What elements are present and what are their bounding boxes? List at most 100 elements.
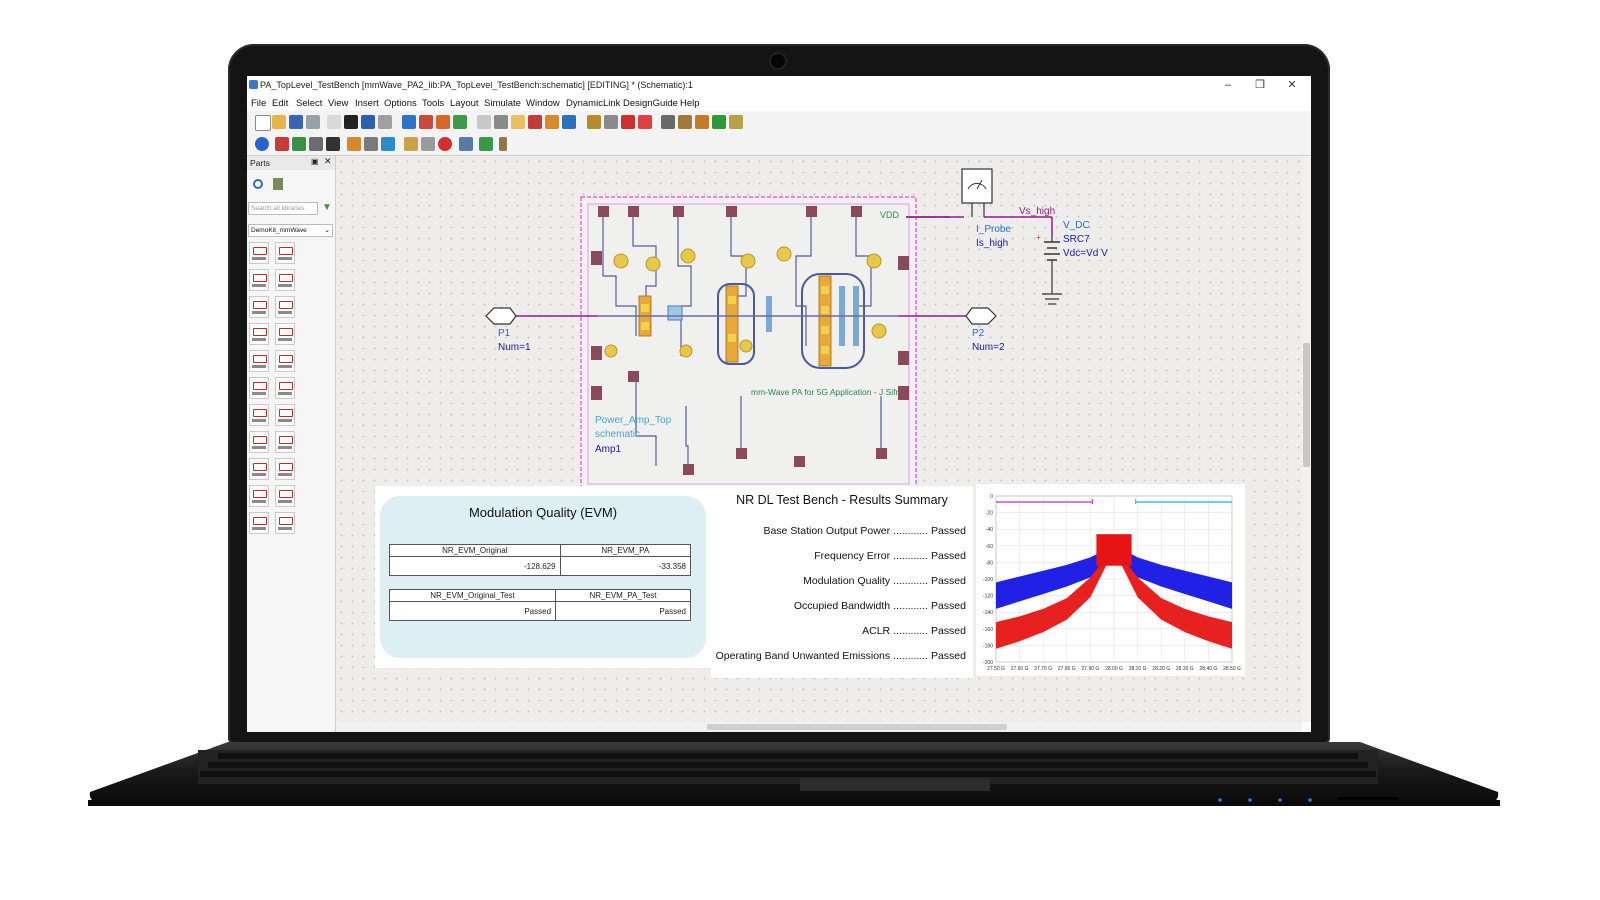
y-tick-label: 0 (990, 494, 993, 500)
redo-icon[interactable] (378, 115, 392, 129)
pointer-icon[interactable] (327, 115, 341, 129)
part-item[interactable] (249, 377, 269, 399)
part-item[interactable] (249, 269, 269, 291)
name-icon[interactable] (545, 115, 559, 129)
part-item[interactable] (249, 350, 269, 372)
display-icon[interactable] (459, 137, 473, 151)
check-icon[interactable] (479, 137, 493, 151)
new-file-icon[interactable] (255, 115, 271, 131)
part-item[interactable] (275, 431, 295, 453)
network-icon[interactable] (309, 137, 323, 151)
zoom-area-icon[interactable] (436, 115, 450, 129)
port-icon[interactable] (477, 115, 491, 129)
pa-block-caption: mm-Wave PA for 5G Application - J Sifri (751, 387, 901, 397)
part-item[interactable] (249, 323, 269, 345)
part-item[interactable] (275, 323, 295, 345)
part-item[interactable] (275, 512, 295, 534)
menu-edit[interactable]: Edit (272, 98, 289, 109)
zoom-out-icon[interactable] (453, 115, 467, 129)
part-item[interactable] (275, 269, 295, 291)
grid-icon[interactable] (381, 137, 395, 151)
probe-icon[interactable] (695, 115, 709, 129)
y-tick-label: -100 (983, 577, 993, 583)
pin-icon[interactable] (499, 137, 507, 151)
copy-icon[interactable] (364, 137, 378, 151)
menu-layout[interactable]: Layout (450, 98, 479, 109)
undo-icon[interactable] (361, 115, 375, 129)
open-folder-icon[interactable] (272, 115, 286, 129)
menu-help[interactable]: Help (680, 98, 700, 109)
library-select[interactable]: DemoKit_mmWave ⌄ (248, 224, 333, 237)
float-panel-icon[interactable]: ▣ (311, 157, 319, 166)
part-item[interactable] (275, 458, 295, 480)
horizontal-scroll-thumb[interactable] (707, 724, 1007, 730)
menu-insert[interactable]: Insert (355, 98, 379, 109)
menu-options[interactable]: Options (384, 98, 417, 109)
component-icon[interactable] (275, 137, 289, 151)
close-button[interactable]: ✕ (1287, 79, 1297, 91)
port1-number: Num=1 (498, 342, 531, 353)
part-item[interactable] (249, 296, 269, 318)
history-icon[interactable] (253, 179, 263, 189)
menu-dynamiclink[interactable]: DynamicLink (566, 98, 621, 109)
simulate-icon[interactable] (562, 115, 576, 129)
zoom-in-icon[interactable] (419, 115, 433, 129)
vertical-scroll-thumb[interactable] (1303, 343, 1310, 467)
info-icon[interactable] (255, 137, 269, 151)
evm-title: Modulation Quality (EVM) (468, 505, 618, 520)
save-icon[interactable] (289, 115, 303, 129)
part-item[interactable] (275, 485, 295, 507)
part-item[interactable] (249, 404, 269, 426)
wire-icon[interactable] (528, 115, 542, 129)
optimize-icon[interactable] (678, 115, 692, 129)
minimize-button[interactable]: – (1224, 79, 1232, 91)
result-status: Passed (930, 550, 966, 562)
deactivate-icon[interactable] (621, 115, 635, 129)
part-item[interactable] (249, 485, 269, 507)
ground-icon[interactable] (494, 115, 508, 129)
x-tick-label: 28.20 G (1152, 666, 1170, 672)
menu-file[interactable]: File (251, 98, 267, 109)
menu-view[interactable]: View (328, 98, 349, 109)
x-tick-label: 28.00 G (1105, 666, 1123, 672)
move-icon[interactable] (402, 115, 416, 129)
delete-icon[interactable] (344, 115, 358, 129)
var-icon[interactable] (511, 115, 525, 129)
menu-select[interactable]: Select (296, 98, 323, 109)
library-icon[interactable] (273, 178, 283, 190)
filter-icon[interactable]: ▼ (322, 202, 332, 213)
menu-designguide[interactable]: DesignGuide (623, 98, 678, 109)
evm-panel: Modulation Quality (EVM) NR_EVM_Original… (375, 486, 711, 668)
short-icon[interactable] (638, 115, 652, 129)
part-item[interactable] (275, 404, 295, 426)
close-panel-icon[interactable]: ✕ (324, 156, 332, 166)
print-icon[interactable] (306, 115, 320, 129)
push-into-icon[interactable] (587, 115, 601, 129)
stop-icon[interactable] (438, 137, 452, 151)
y-tick-label: -180 (983, 643, 993, 649)
part-item[interactable] (275, 242, 295, 264)
part-item[interactable] (249, 458, 269, 480)
tools-icon[interactable] (326, 137, 340, 151)
menu-tools[interactable]: Tools (422, 98, 445, 109)
document-icon[interactable] (421, 137, 435, 151)
window-title: PA_TopLevel_TestBench [mmWave_PA2_lib:PA… (260, 80, 693, 90)
parts-search-input[interactable]: Search all libraries (248, 202, 318, 215)
part-item[interactable] (249, 242, 269, 264)
menu-window[interactable]: Window (526, 98, 560, 109)
part-item[interactable] (249, 512, 269, 534)
recycle-icon[interactable] (292, 137, 306, 151)
part-item[interactable] (275, 296, 295, 318)
menu-simulate[interactable]: Simulate (484, 98, 521, 109)
result-row: Occupied Bandwidth ............ Passed (793, 600, 966, 612)
arrow-up-icon[interactable] (712, 115, 726, 129)
maximize-button[interactable]: ❐ (1255, 79, 1265, 91)
part-item[interactable] (249, 431, 269, 453)
align-icon[interactable] (404, 137, 418, 151)
part-item[interactable] (275, 350, 295, 372)
part-item[interactable] (275, 377, 295, 399)
pop-out-icon[interactable] (604, 115, 618, 129)
tune-icon[interactable] (661, 115, 675, 129)
waveform-icon[interactable] (729, 115, 743, 129)
layout-icon[interactable] (347, 137, 361, 151)
